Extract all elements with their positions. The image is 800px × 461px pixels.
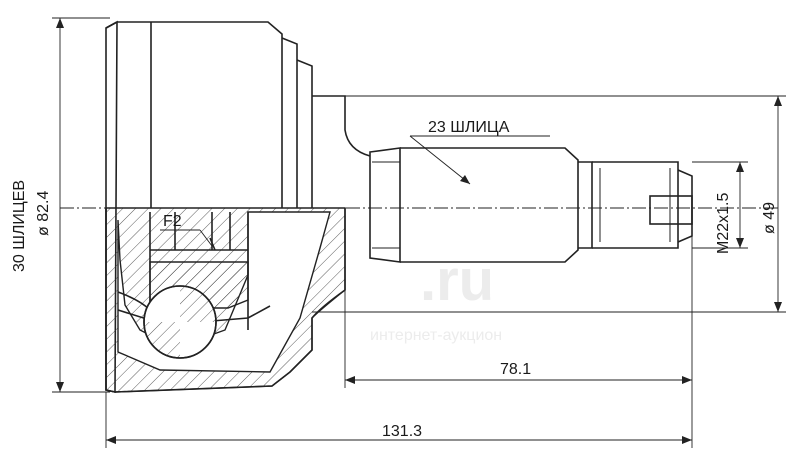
outer-diameter-label: ø 82.4 — [35, 191, 52, 236]
abs-diameter-label: ø 49 — [761, 202, 778, 234]
watermark-caption: интернет-аукцион — [370, 327, 502, 344]
total-length-label: 131.3 — [382, 423, 422, 440]
labels: 23 ШЛИЦА F2 78.1 131.3 30 ШЛИЦЕВ ø 82.4 … — [11, 119, 778, 440]
shaft-length-label: 78.1 — [500, 361, 531, 378]
shaft-splines-label: 23 ШЛИЦА — [428, 119, 510, 136]
inner-race — [117, 212, 271, 359]
watermark: .ru интернет-аукцион — [370, 248, 502, 344]
thread-label: M22x1.5 — [715, 193, 732, 254]
hub-splines-label: 30 ШЛИЦЕВ — [11, 180, 28, 272]
watermark-site: .ru — [420, 248, 494, 313]
chamfer-label: F2 — [163, 213, 182, 230]
stub-shaft — [369, 147, 693, 263]
outer-housing — [105, 20, 371, 393]
dimensions — [52, 17, 786, 448]
